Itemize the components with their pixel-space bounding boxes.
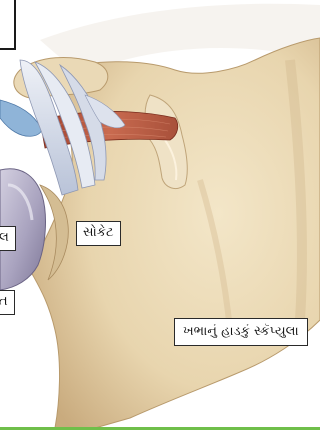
- scapula-label: ખભાનું હાડકું સ્કૅપ્યુલા: [174, 318, 308, 346]
- socket-label: સોકેટ: [76, 221, 121, 246]
- title-box-fragment: [0, 0, 16, 50]
- ball-label-partial: લ: [0, 226, 16, 251]
- lower-label-partial: ત: [0, 290, 15, 315]
